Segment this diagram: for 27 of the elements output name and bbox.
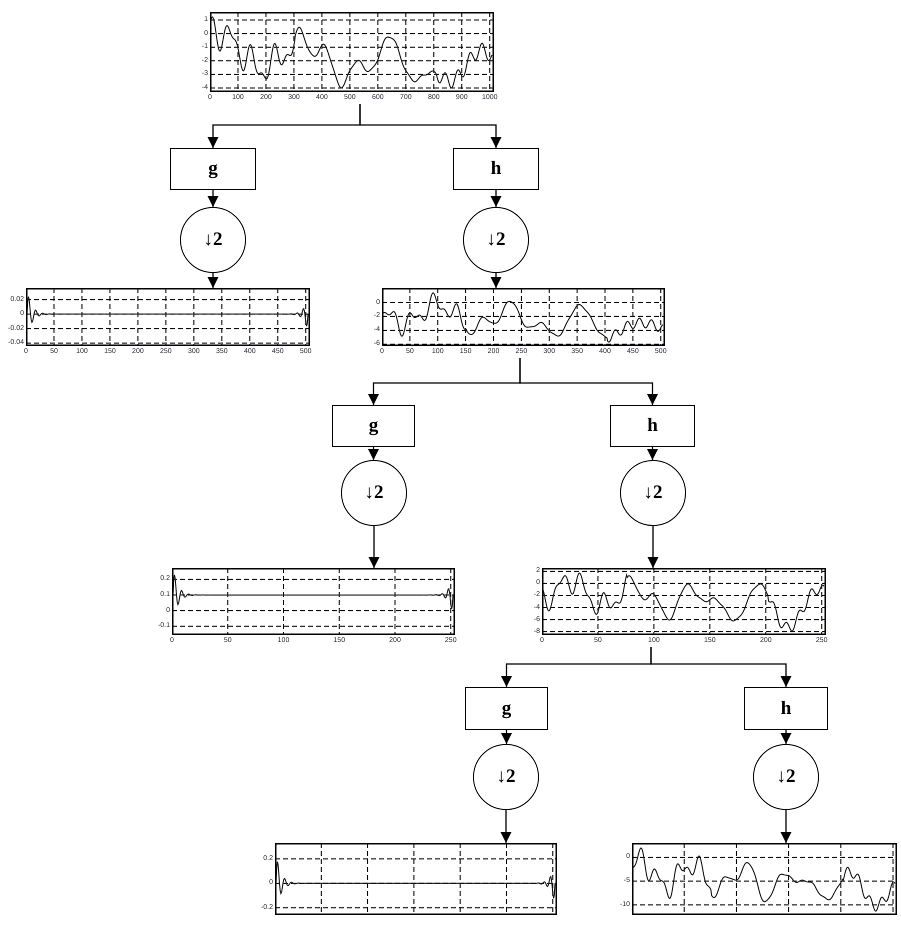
arrow (490, 190, 502, 207)
downsampling-circle: ↓2 (463, 207, 529, 273)
arrow (208, 190, 218, 207)
downsampling-circle: ↓2 (341, 460, 407, 526)
filter-box: g (465, 687, 548, 730)
downsampling-circle: ↓2 (473, 744, 539, 810)
downsampling-circle: ↓2 (753, 744, 819, 810)
arrow (780, 810, 792, 843)
arrow (648, 526, 658, 568)
downsampling-circle: ↓2 (180, 207, 246, 273)
arrow (208, 273, 218, 288)
arrow (500, 810, 512, 843)
arrow (650, 647, 792, 687)
filter-box: g (332, 405, 415, 447)
arrow (368, 447, 379, 460)
arrow (519, 358, 658, 405)
arrow (501, 730, 512, 744)
filter-box: h (610, 405, 695, 447)
arrow (647, 447, 658, 460)
filter-box: h (453, 148, 539, 190)
arrow (368, 526, 380, 568)
downsampling-circle: ↓2 (620, 460, 686, 526)
arrow (490, 273, 502, 288)
filter-box: h (744, 687, 828, 730)
arrow (359, 104, 502, 148)
arrow (780, 730, 792, 744)
filter-box: g (170, 148, 256, 190)
